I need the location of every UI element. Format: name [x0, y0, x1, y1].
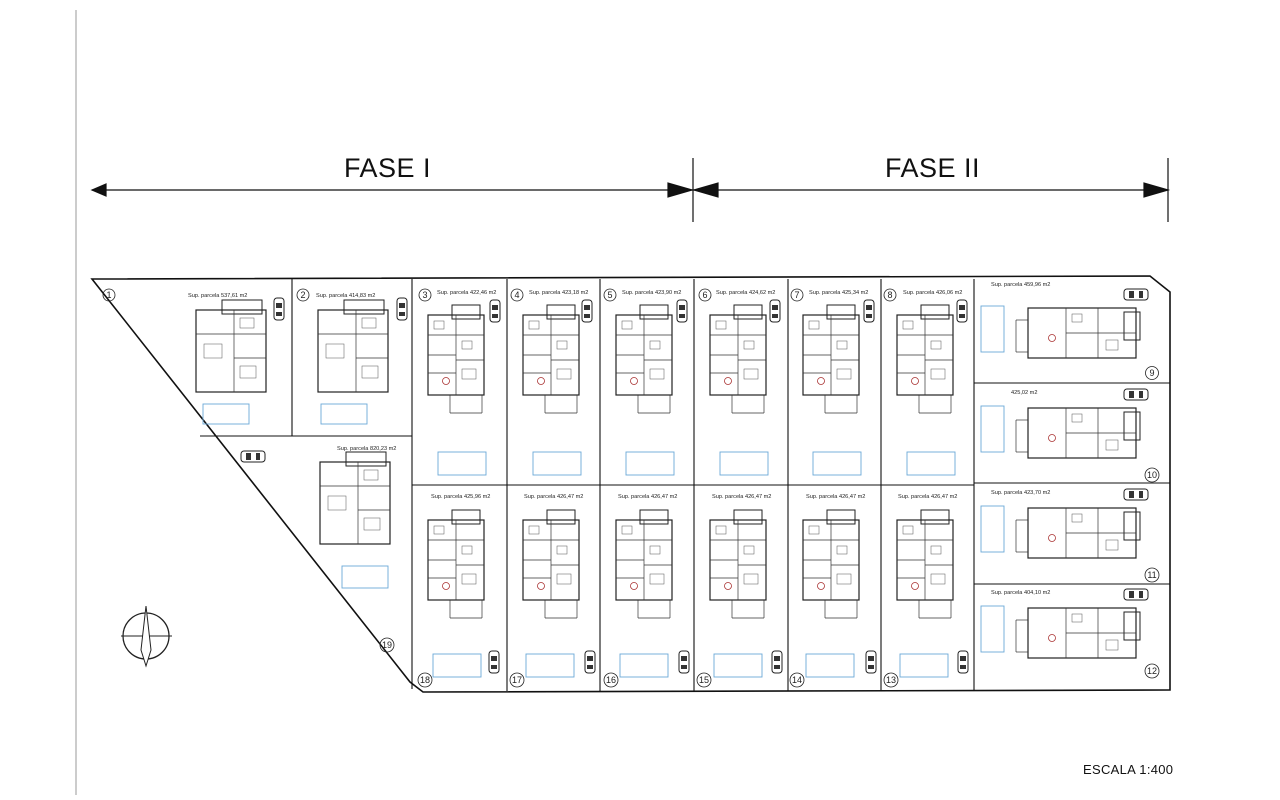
lot-area: Sup. parcela 426,47 m2 [898, 494, 957, 500]
lot-number: 11 [1147, 570, 1156, 580]
lot-area: Sup. parcela 424,62 m2 [716, 290, 775, 296]
lot-number-labels: 1 2 3 4 5 6 7 8 9 10 11 12 13 14 15 16 1… [106, 290, 1157, 685]
lot-number: 13 [886, 675, 896, 685]
lot-number: 15 [699, 675, 709, 685]
lot-number: 8 [887, 290, 892, 300]
pools-right-column [980, 305, 1005, 653]
scale-label: ESCALA 1:400 [1083, 762, 1174, 777]
lot-number: 5 [607, 290, 612, 300]
lot-area: Sup. parcela 426,06 m2 [903, 290, 962, 296]
lot-number: 10 [1147, 470, 1157, 480]
lot-area: Sup. parcela 426,47 m2 [712, 494, 771, 500]
site-boundary [90, 275, 1171, 693]
lot-number: 12 [1147, 666, 1157, 676]
arrow-right-end [1143, 182, 1171, 198]
lot-area: Sup. parcela 423,90 m2 [622, 290, 681, 296]
lot-division-lines [200, 279, 1170, 691]
lot-area: Sup. parcela 426,47 m2 [806, 494, 865, 500]
arrow-phase1-end [667, 182, 695, 198]
lot-area: Sup. parcela 423,70 m2 [991, 490, 1050, 496]
lot-area: Sup. parcela 425,96 m2 [431, 494, 490, 500]
pools-large-lots [202, 403, 389, 589]
lot-number: 16 [606, 675, 616, 685]
pools-bottom-row [432, 653, 949, 678]
lot-area: Sup. parcela 459,96 m2 [991, 282, 1050, 288]
lot-number: 18 [420, 675, 430, 685]
north-arrow-compass [121, 605, 172, 668]
lot-area: Sup. parcela 404,10 m2 [991, 590, 1050, 596]
arrow-left-start [90, 183, 107, 197]
lot-number: 7 [794, 290, 799, 300]
lot-area: Sup. parcela 423,18 m2 [529, 290, 588, 296]
lot-area: Sup. parcela 422,46 m2 [437, 290, 496, 296]
lot-area: Sup. parcela 426,47 m2 [524, 494, 583, 500]
lot-area: 425,02 m2 [1011, 390, 1037, 396]
phase-dimension-lines [90, 158, 1171, 222]
phase-1-label: FASE I [344, 153, 432, 183]
phase-2-label: FASE II [885, 153, 981, 183]
lot-area: Sup. parcela 426,47 m2 [618, 494, 677, 500]
lot-number: 3 [422, 290, 427, 300]
lot-number: 1 [106, 290, 111, 300]
lot-area: Sup. parcela 820,23 m2 [337, 446, 396, 452]
lot-area: Sup. parcela 425,34 m2 [809, 290, 868, 296]
lot-number: 2 [300, 290, 305, 300]
lot-number: 4 [514, 290, 519, 300]
house-plan-large-lots [195, 299, 391, 545]
lot-number: 14 [792, 675, 802, 685]
pools-top-row [437, 451, 956, 476]
lot-number: 6 [702, 290, 707, 300]
lot-area: Sup. parcela 537,61 m2 [188, 293, 247, 299]
lot-area: Sup. parcela 414,83 m2 [316, 293, 375, 299]
lot-number-circles [102, 288, 1160, 688]
lot-number: 9 [1149, 368, 1154, 378]
lot-number: 17 [512, 675, 522, 685]
lot-number: 19 [382, 640, 392, 650]
lot-area-labels: Sup. parcela 537,61 m2 Sup. parcela 414,… [188, 282, 1050, 596]
arrow-phase2-start [691, 182, 719, 198]
